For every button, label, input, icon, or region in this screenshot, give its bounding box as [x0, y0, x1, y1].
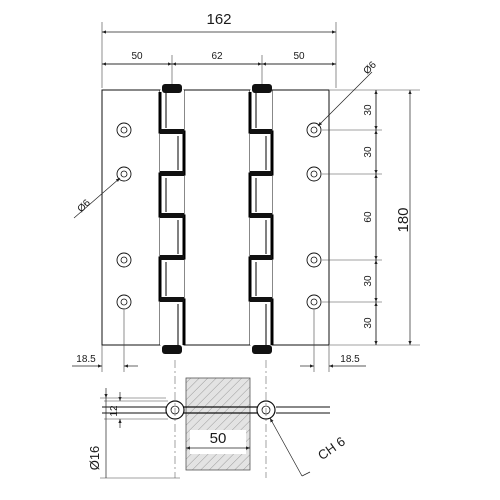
bottom-left-pin-cap [162, 345, 182, 354]
knuckle-joint [160, 297, 184, 302]
knuckle-joint [160, 171, 184, 176]
overall-width-label: 162 [206, 11, 231, 28]
pitch-3: 60 [363, 211, 374, 223]
top-right-pin-cap [252, 84, 272, 93]
right-screw-holes [306, 122, 322, 310]
edge-dimensions: 18.5 18.5 [72, 310, 366, 372]
height-label: 180 [395, 207, 412, 232]
middle-dim: 62 [211, 51, 223, 62]
knuckle-joint [250, 213, 272, 218]
pin-diameter-dim: Ø16 [87, 446, 102, 471]
section-view: 12 Ø16 50 CH 6 [87, 360, 348, 479]
thickness-dim: 12 [109, 405, 120, 417]
hole-diameter-right: Ø6 [362, 59, 380, 77]
knuckle-joint [160, 129, 184, 134]
right-knuckle-profile-inner [255, 92, 267, 345]
top-dimensions: 162 50 62 50 [101, 11, 337, 88]
pitch-4: 30 [363, 275, 374, 287]
bottom-right-pin-cap [252, 345, 272, 354]
door-width-dim: 50 [210, 430, 227, 447]
pitch-2: 30 [363, 146, 374, 158]
top-left-pin-cap [162, 84, 182, 93]
chamfer-dim: CH 6 [315, 434, 348, 463]
edge-left-dim: 18.5 [76, 354, 96, 365]
knuckle-joint [250, 171, 272, 176]
center-leaf [183, 89, 251, 346]
knuckle-joint [160, 213, 184, 218]
knuckle-joint [250, 297, 272, 302]
knuckle-joint [160, 255, 184, 260]
left-knuckle-profile-inner [165, 92, 179, 345]
knuckle-joint [250, 255, 272, 260]
knuckle-joint [250, 129, 272, 134]
pitch-1: 30 [363, 104, 374, 116]
right-dimensions: 180 30 30 60 30 30 Ø6 [317, 59, 420, 346]
pitch-5: 30 [363, 317, 374, 329]
hole-diameter-left: Ø6 [76, 197, 94, 215]
edge-right-dim: 18.5 [340, 354, 360, 365]
right-leaf-dim: 50 [293, 51, 305, 62]
hinge-front-view [101, 84, 330, 354]
left-screw-holes [116, 122, 132, 310]
left-leaf-dim: 50 [131, 51, 143, 62]
door-section-hatch [185, 377, 251, 471]
